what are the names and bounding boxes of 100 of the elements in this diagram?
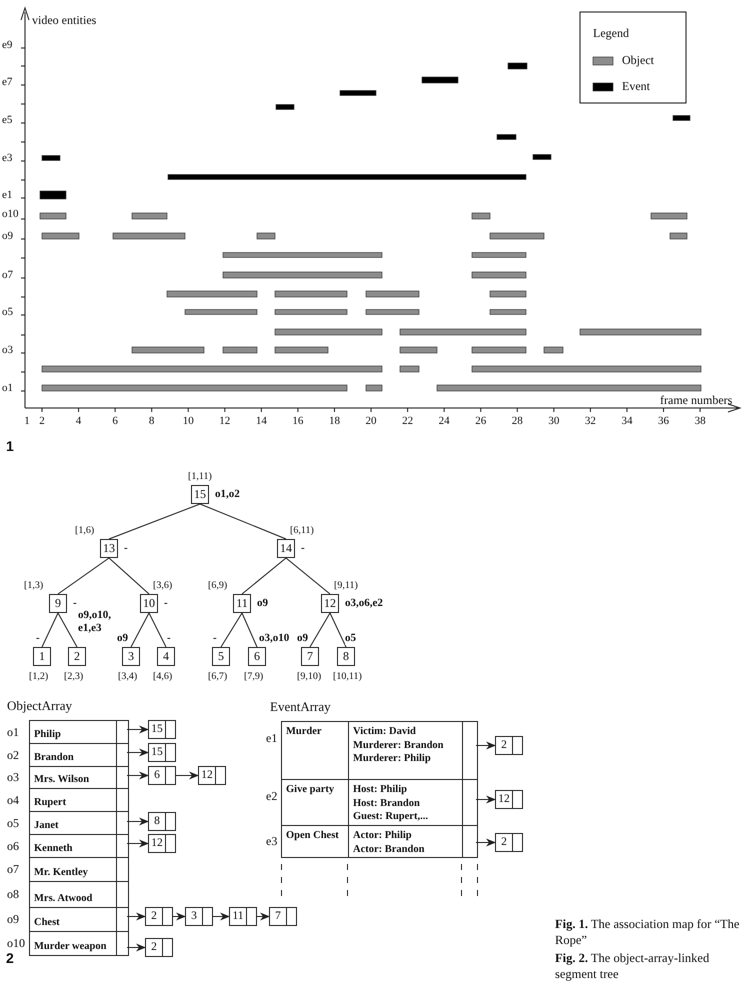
interval-label: [1,6) — [75, 524, 94, 537]
interval-label: [9,10) — [297, 670, 322, 683]
connector-line — [220, 612, 242, 648]
event-name: Murder — [286, 725, 322, 738]
tick-label: 36 — [658, 415, 670, 428]
list-cell — [269, 907, 297, 926]
object-name: Mr. Kentley — [34, 866, 88, 879]
row-label: o3 — [7, 771, 19, 784]
arrow — [126, 912, 146, 920]
row-label: o10 — [7, 937, 25, 950]
tick-label: 38 — [694, 415, 706, 428]
node-number: 14 — [279, 542, 293, 555]
axis-title: video entities — [32, 14, 96, 27]
tick-label: o3 — [2, 344, 13, 357]
node-annotation: - — [301, 542, 305, 555]
arrow — [212, 912, 230, 920]
cell-value: 12 — [199, 767, 216, 784]
row-label: o4 — [7, 794, 19, 806]
list-cell — [148, 720, 176, 739]
interval-label: [10,11) — [333, 670, 362, 683]
cell-value: 6 — [149, 767, 166, 784]
axis-title: frame numbers — [660, 394, 732, 407]
node-number: 7 — [306, 650, 314, 663]
list-cell — [198, 766, 226, 785]
event-name: Open Chest — [286, 829, 339, 842]
interval-label: [6,9) — [208, 579, 228, 592]
tick-label: e7 — [2, 76, 12, 89]
tick-label: 12 — [219, 415, 230, 428]
list-cell — [145, 907, 173, 926]
row-label: o7 — [7, 863, 19, 876]
object-name: Mrs. Atwood — [34, 892, 92, 905]
tick-label: 34 — [621, 415, 632, 428]
event-role: Victim: David — [353, 725, 416, 738]
node-annotation: o1,o2 — [215, 488, 240, 501]
interval-label: [4,6) — [153, 670, 172, 683]
tick-label: o7 — [2, 269, 13, 282]
cell-value: 2 — [496, 834, 513, 851]
connector-line — [42, 612, 58, 648]
edge-label: o3,o10 — [259, 632, 290, 645]
cell-value: 11 — [230, 908, 247, 925]
row-label: o8 — [7, 888, 19, 901]
list-cell — [495, 790, 523, 809]
event-role: Murderer: Brandon — [353, 738, 444, 752]
tick-label: 26 — [475, 415, 486, 428]
interval-label: [7,9) — [244, 670, 264, 683]
tick-label: 1 — [24, 415, 30, 428]
event-role: Guest: Rupert,... — [353, 810, 428, 823]
node-number: 4 — [162, 650, 170, 663]
event-role: Host: Brandon — [353, 796, 420, 810]
object-name: Murder weapon — [34, 940, 106, 953]
tick-label: 30 — [548, 415, 560, 428]
node-number: 1 — [38, 650, 46, 663]
cell-value: 2 — [146, 908, 163, 925]
legend-text: Event — [622, 80, 650, 93]
interval-label: [1,11) — [188, 470, 212, 483]
node-annotation: - — [164, 597, 168, 610]
interval-label: [6,7) — [208, 670, 228, 683]
figure-caption: Fig. 1. The association map for “The Rope” — [555, 916, 740, 948]
object-name: Brandon — [34, 751, 74, 764]
cell-value: 12 — [149, 835, 166, 852]
object-name: Mrs. Wilson — [34, 773, 90, 786]
legend-text: Object — [622, 54, 654, 67]
node-annotation: o9 — [257, 597, 268, 610]
tick-label: 4 — [76, 415, 82, 428]
node-number: 3 — [127, 650, 135, 663]
interval-label: [9,11) — [334, 579, 358, 592]
event-role: Actor: Brandon — [353, 842, 424, 856]
event-role: Murderer: Philip — [353, 752, 431, 765]
node-annotation: - — [73, 597, 77, 610]
tick-label: e5 — [2, 114, 12, 127]
tick-label: 18 — [328, 415, 340, 428]
node-number: 15 — [193, 488, 207, 501]
tick-label: 2 — [39, 415, 45, 428]
interval-label: [1,3) — [24, 579, 44, 592]
tick-label: o9 — [2, 230, 13, 243]
arrow — [476, 742, 496, 750]
node-number: 5 — [217, 650, 225, 663]
tick-label: 6 — [112, 415, 118, 428]
list-cell — [145, 938, 173, 957]
arrow — [476, 838, 496, 846]
arrow — [126, 726, 149, 734]
connector-line — [310, 612, 330, 648]
row-label: e3 — [266, 835, 278, 848]
row-label: o5 — [7, 816, 19, 830]
connector-line — [130, 612, 150, 648]
node-number: 12 — [323, 597, 337, 610]
list-cell — [148, 766, 176, 785]
list-cell — [148, 834, 176, 853]
tick-label: 14 — [256, 415, 267, 428]
cell-value: 7 — [270, 908, 287, 925]
list-cell — [229, 907, 257, 926]
cell-value: 8 — [149, 813, 166, 830]
connector-line — [108, 504, 200, 540]
cell-value: 15 — [149, 721, 166, 738]
arrow — [126, 840, 149, 848]
interval-label: [1,2) — [29, 670, 48, 683]
arrow — [126, 748, 149, 756]
legend-title: Legend — [593, 27, 629, 40]
node-annotation: - — [124, 542, 128, 555]
object-name: Chest — [34, 916, 60, 929]
